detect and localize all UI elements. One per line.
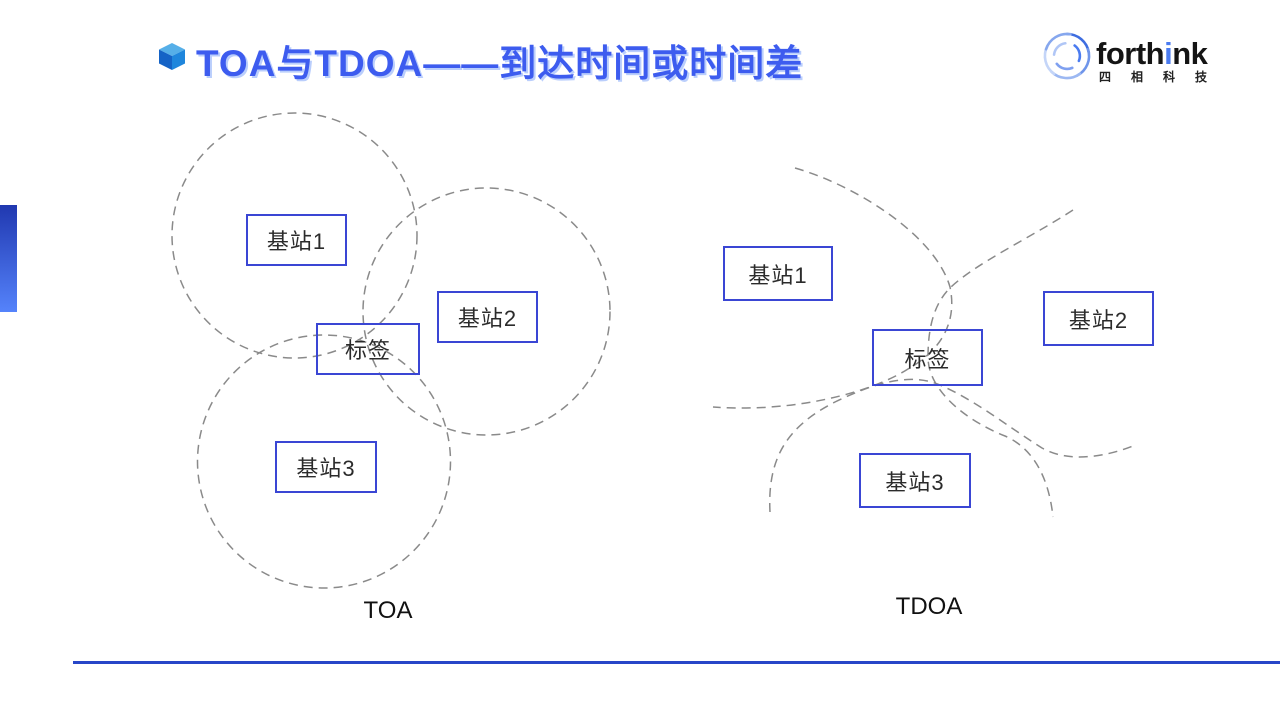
tdoa-caption: TDOA [895,593,963,620]
toa-range-circle-2 [362,187,611,436]
logo-wordmark-pre: forth [1096,36,1165,71]
toa-station1-box: 基站1 [246,214,347,266]
tdoa-station3-label: 基站3 [885,469,945,495]
tdoa-hyperbola-1 [712,167,953,409]
logo-swirl-icon [1043,32,1091,80]
toa-station1-label: 基站1 [266,229,327,254]
tdoa-station1-box: 基站1 [723,246,833,301]
toa-station2-label: 基站2 [457,306,518,331]
tdoa-station1-label: 基站1 [748,262,808,288]
left-accent-bar [0,205,17,312]
tdoa-hyperbola-2 [927,209,1074,518]
tdoa-station2-box: 基站2 [1043,291,1154,346]
logo-wordmark: forthink [1096,36,1208,72]
page-title: TOA与TDOA——到达时间或时间差 [196,43,804,84]
bottom-rule [73,661,1280,664]
tdoa-tag-label: 标签 [904,346,951,372]
tdoa-tag-box: 标签 [872,329,983,386]
toa-station3-label: 基站3 [296,456,356,481]
toa-tag-label: 标签 [344,338,391,363]
tdoa-station3-box: 基站3 [859,453,971,508]
toa-station2-box: 基站2 [437,291,538,343]
toa-range-circle-3 [196,334,452,589]
toa-range-circle-1 [171,112,418,359]
toa-tag-box: 标签 [316,323,420,375]
tdoa-curves-svg [712,167,1134,518]
tdoa-station2-label: 基站2 [1068,307,1129,333]
toa-circles-svg [171,112,611,589]
toa-station3-box: 基站3 [275,441,377,493]
logo-subtitle: 四相科技 [1099,70,1228,84]
logo-wordmark-accent: i [1164,36,1173,71]
toa-caption: TOA [363,597,413,624]
bullet-cube-icon [159,43,185,70]
logo-wordmark-post: nk [1172,36,1208,71]
tdoa-hyperbola-3 [769,378,1134,513]
